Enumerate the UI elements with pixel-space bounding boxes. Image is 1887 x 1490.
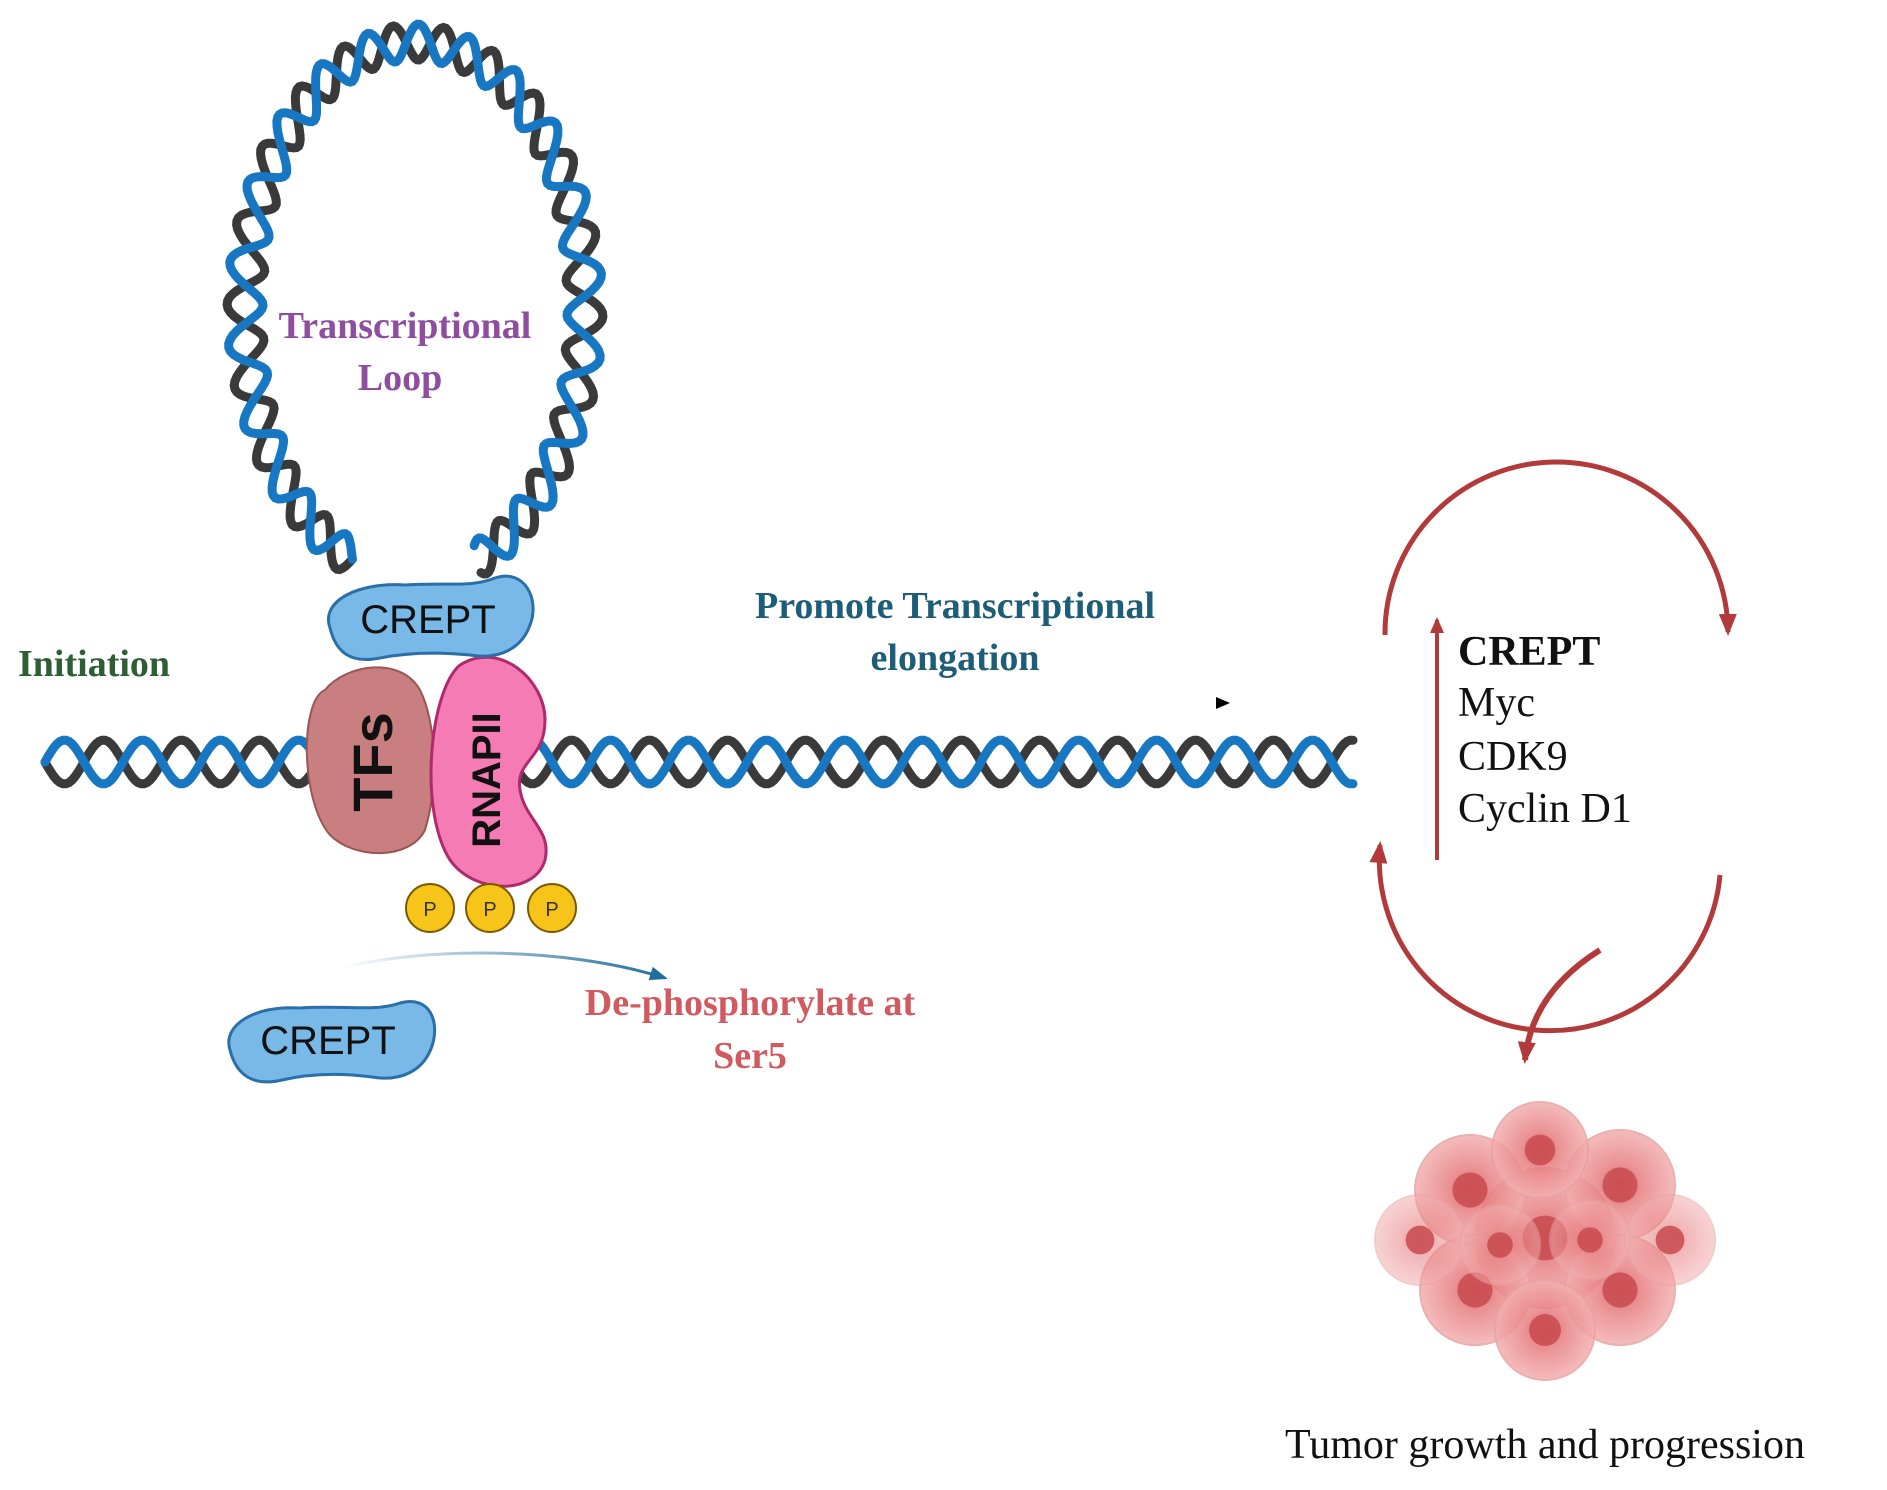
loop-label-line1: Transcriptional bbox=[279, 305, 532, 347]
phosphate-3-label: P bbox=[545, 899, 558, 921]
promote-label-line1: Promote Transcriptional bbox=[755, 585, 1155, 627]
promote-label-line2: elongation bbox=[871, 637, 1040, 679]
phosphate-groups: P P P bbox=[405, 883, 577, 933]
dephosphorylate-label-line2: Ser5 bbox=[713, 1035, 787, 1077]
dna-double-helix bbox=[40, 735, 1358, 789]
dephosphorylation-arrow bbox=[339, 951, 668, 981]
gene-myc: Myc bbox=[1458, 680, 1535, 726]
phosphate-1-label: P bbox=[423, 899, 436, 921]
cycle-arrow-bottom bbox=[1369, 841, 1723, 1034]
dna-strand-blue bbox=[40, 735, 1358, 789]
phosphate-3: P bbox=[527, 883, 577, 933]
phosphate-2-label: P bbox=[483, 899, 496, 921]
loop-label-line2: Loop bbox=[358, 357, 442, 399]
cycle-arrow-top bbox=[1382, 459, 1737, 636]
tumor-cell bbox=[1624, 1194, 1716, 1286]
tumor-cell-cluster bbox=[1374, 1101, 1716, 1381]
initiation-label: Initiation bbox=[18, 643, 170, 685]
loop-strand-blue bbox=[224, 19, 606, 564]
tumor-cell bbox=[1491, 1101, 1589, 1199]
transcriptional-loop-dna bbox=[222, 19, 608, 579]
crept-bound-label: CREPT bbox=[360, 598, 496, 642]
tfs-label: TFs bbox=[341, 712, 404, 812]
gene-crept: CREPT bbox=[1458, 629, 1600, 675]
tumor-cell bbox=[1494, 1279, 1596, 1381]
crept-bound-protein: CREPT bbox=[326, 574, 535, 661]
tfs-protein: TFs bbox=[305, 666, 436, 855]
dephosphorylate-label-line1: De-phosphorylate at bbox=[585, 982, 916, 1024]
tumor-arrow bbox=[1517, 947, 1602, 1064]
crept-free-label: CREPT bbox=[260, 1019, 396, 1063]
rnapii-label: RNAPII bbox=[465, 712, 509, 848]
feedback-cycle bbox=[1369, 459, 1737, 1034]
tumor-cell bbox=[1549, 1199, 1631, 1281]
phosphate-2: P bbox=[465, 883, 515, 933]
tumor-cell bbox=[1374, 1194, 1466, 1286]
rnapii-protein: RNAPII bbox=[429, 655, 548, 888]
tumor-cell bbox=[1459, 1204, 1541, 1286]
loop-strand-black bbox=[222, 21, 608, 579]
gene-cyclin-d1: Cyclin D1 bbox=[1458, 786, 1632, 832]
phosphate-1: P bbox=[405, 883, 455, 933]
gene-cdk9: CDK9 bbox=[1458, 734, 1568, 780]
crept-free-protein: CREPT bbox=[227, 1000, 437, 1084]
tumor-label: Tumor growth and progression bbox=[1285, 1422, 1805, 1468]
